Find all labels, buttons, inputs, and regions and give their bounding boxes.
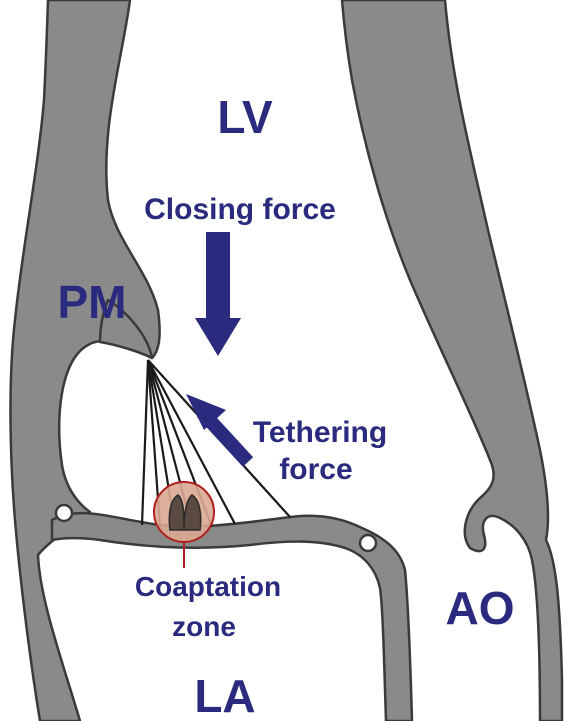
- la-label: LA: [194, 670, 255, 721]
- ao-label: AO: [446, 582, 515, 634]
- tethering-force-arrow: [186, 394, 248, 462]
- lv-posterior-wall: [10, 0, 159, 721]
- right-annulus-ring: [360, 535, 376, 551]
- tethering-label-line2: force: [279, 453, 352, 486]
- closing-force-label: Closing force: [144, 193, 336, 226]
- pm-label: PM: [58, 276, 127, 328]
- coaptation-label-line2: zone: [172, 611, 236, 642]
- left-annulus-ring: [56, 505, 72, 521]
- lv-label: LV: [217, 91, 273, 143]
- closing-force-arrow: [195, 232, 241, 356]
- tethering-label-line1: Tethering: [253, 416, 387, 449]
- coaptation-zone-marker: [154, 482, 214, 568]
- coaptation-label-line1: Coaptation: [135, 571, 281, 602]
